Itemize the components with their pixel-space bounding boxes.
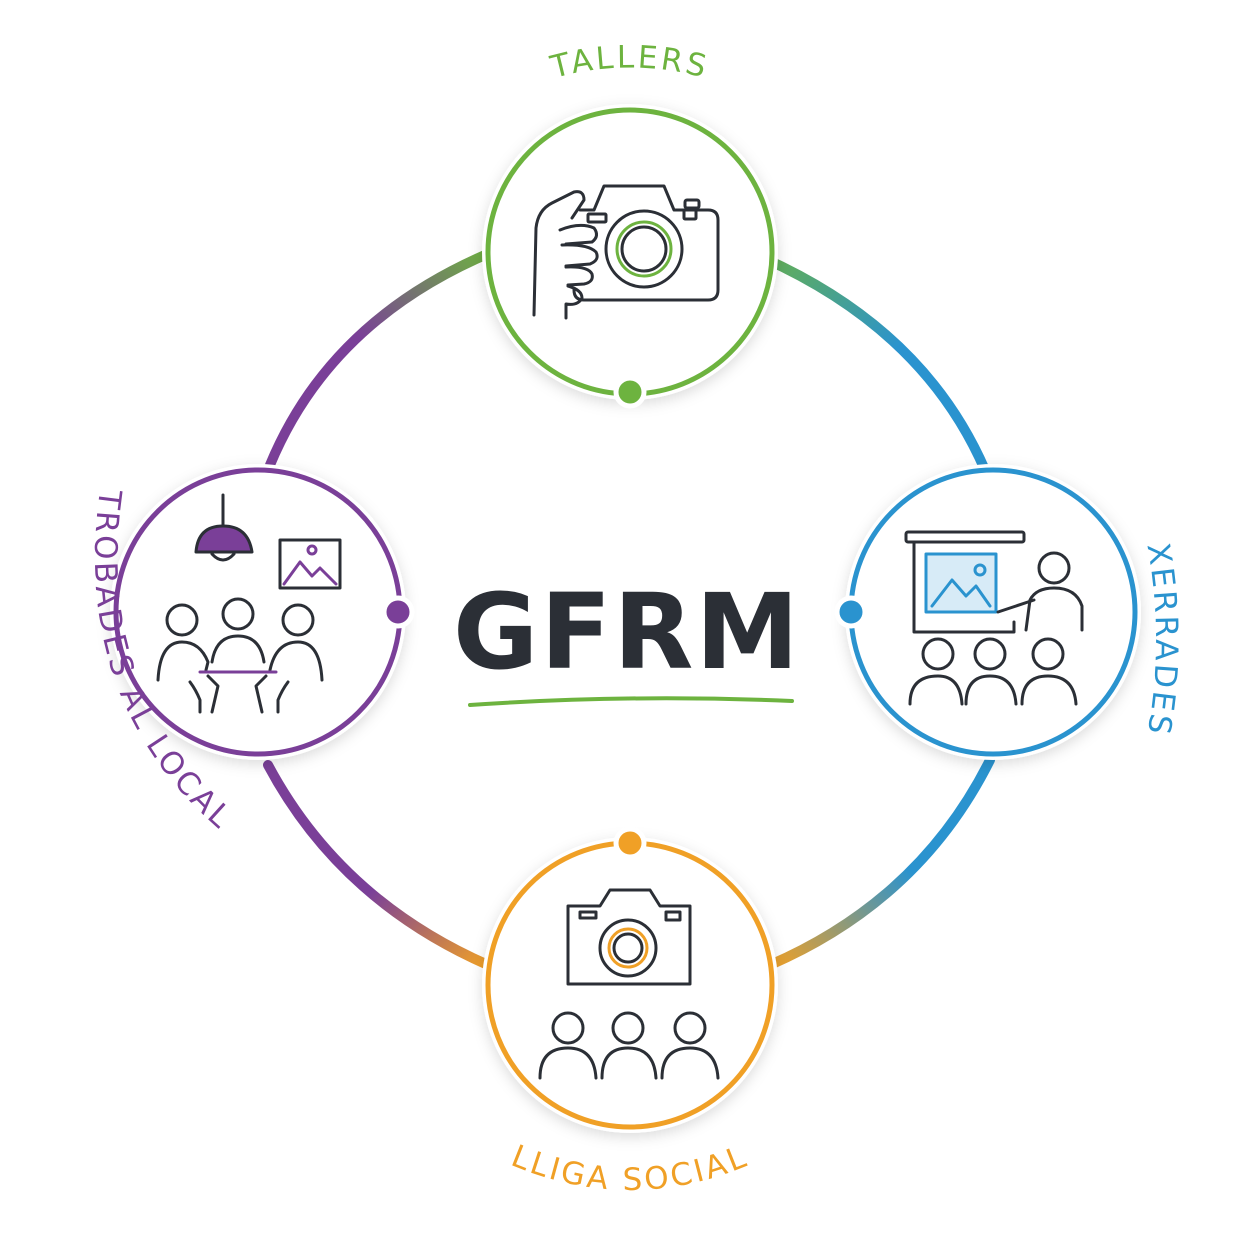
center-title: GFRM [453,571,801,693]
center-title-group: GFRM [453,571,801,707]
ring-arc-top-right [735,243,990,475]
svg-text:LLIGA SOCIAL: LLIGA SOCIAL [506,1138,753,1198]
ring-arc-top-left [265,247,497,470]
label-xerrades: XERRADES [1139,541,1181,740]
node-tallers [482,104,778,409]
camera-audience-icon [538,888,720,1080]
ring-arc-bottom-left [263,760,493,970]
node-trobades [110,464,415,760]
presentation-audience-icon [904,530,1084,706]
label-tallers: TALLERS [546,39,709,86]
svg-text:XERRADES: XERRADES [1139,541,1184,740]
node-lliga-dot [613,826,647,860]
hand-holding-camera-icon [532,184,720,320]
node-xerrades-dot [834,595,868,629]
node-xerrades [834,464,1141,760]
svg-text:TALLERS: TALLERS [546,39,712,86]
title-underline [468,696,794,707]
meeting-room-icon [156,493,342,714]
node-trobades-dot [381,595,415,629]
node-tallers-dot [613,375,647,409]
ring [263,243,995,970]
label-lliga-social: LLIGA SOCIAL [506,1138,750,1198]
ring-arc-bottom-right [765,755,995,970]
node-lliga [482,826,778,1133]
